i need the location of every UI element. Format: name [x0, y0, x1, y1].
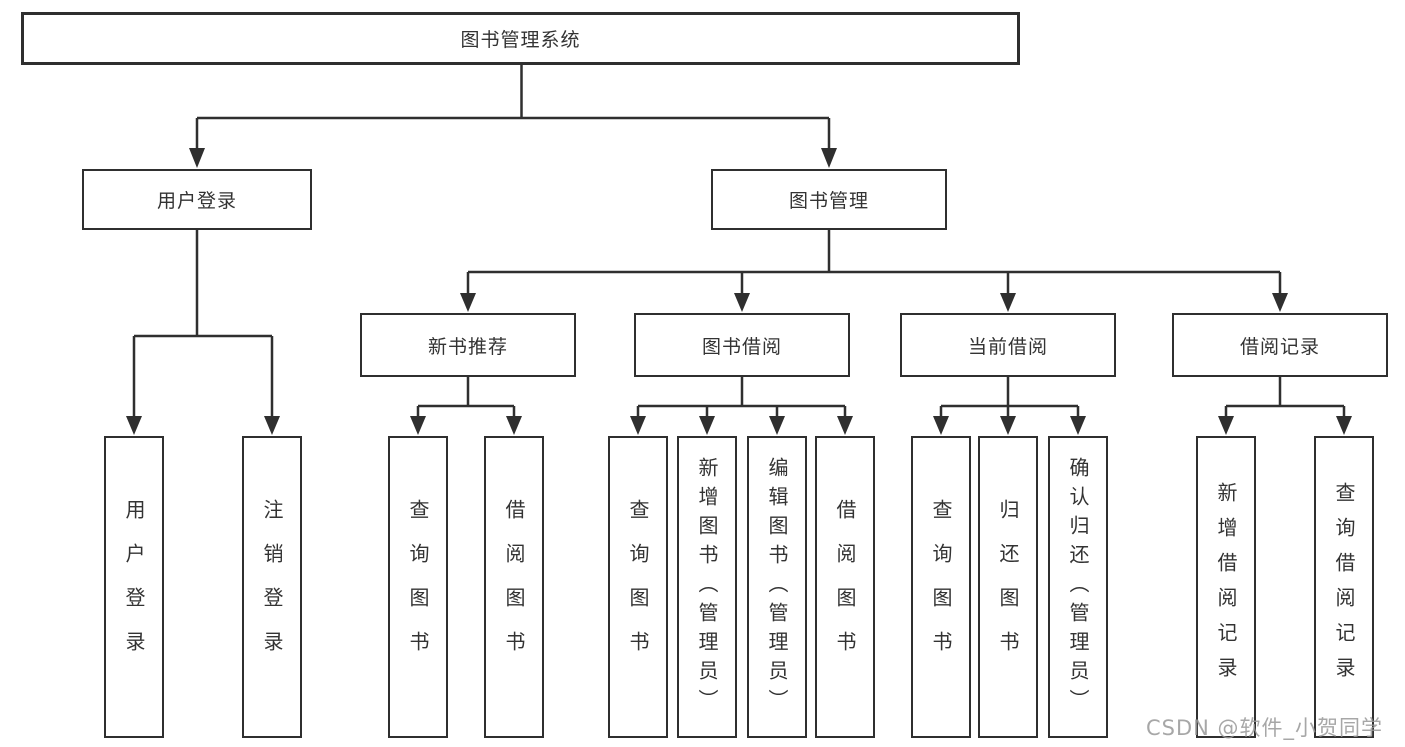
node-label: 图书管理系统	[460, 29, 581, 51]
edge-book-borrow-children	[636, 377, 847, 417]
node-label: 编辑图书（管理员）	[765, 456, 789, 718]
node-root-system: 图书管理系统	[21, 12, 1020, 65]
leaf-query-books-recommend: 查询图书	[388, 436, 448, 738]
arrowhead-icons	[126, 148, 1352, 435]
node-label: 当前借阅	[967, 335, 1048, 358]
node-borrow-records: 借阅记录	[1172, 313, 1388, 377]
leaf-add-borrow-record: 新增借阅记录	[1196, 436, 1256, 738]
node-book-management: 图书管理	[711, 169, 947, 230]
leaf-confirm-return-admin: 确认归还（管理员）	[1048, 436, 1108, 738]
leaf-query-borrow-record: 查询借阅记录	[1314, 436, 1374, 738]
node-label: 新增借阅记录	[1214, 482, 1238, 692]
node-label: 新书推荐	[427, 335, 508, 358]
node-label: 图书管理	[788, 190, 869, 212]
node-label: 新增图书（管理员）	[695, 456, 719, 718]
node-label: 借阅图书	[502, 499, 526, 675]
node-label: 图书借阅	[701, 335, 782, 358]
node-label: 确认归还（管理员）	[1066, 456, 1090, 718]
node-new-book-recommend: 新书推荐	[360, 313, 576, 377]
leaf-query-books-borrow: 查询图书	[608, 436, 668, 738]
edge-book-mgmt-children	[466, 230, 1282, 294]
node-label: 查询图书	[406, 499, 430, 675]
edge-current-borrow-children	[939, 377, 1080, 417]
node-current-borrow: 当前借阅	[900, 313, 1116, 377]
node-label: 查询借阅记录	[1332, 482, 1356, 692]
node-user-login: 用户登录	[82, 169, 312, 230]
node-label: 借阅图书	[833, 499, 857, 675]
node-label: 用户登录	[122, 499, 146, 675]
edge-new-book-children	[416, 377, 516, 417]
leaf-borrow-books-borrow: 借阅图书	[815, 436, 875, 738]
leaf-query-books-current: 查询图书	[911, 436, 971, 738]
leaf-borrow-books-recommend: 借阅图书	[484, 436, 544, 738]
leaf-logout: 注销登录	[242, 436, 302, 738]
node-label: 查询图书	[626, 499, 650, 675]
edge-user-login-children	[132, 230, 274, 417]
leaf-edit-book-admin: 编辑图书（管理员）	[747, 436, 807, 738]
csdn-watermark: CSDN @软件_小贺同学	[1146, 716, 1384, 740]
edge-root-to-level2	[195, 65, 831, 150]
node-label: 用户登录	[156, 190, 237, 212]
leaf-user-login: 用户登录	[104, 436, 164, 738]
node-label: 借阅记录	[1239, 335, 1320, 358]
node-label: 注销登录	[260, 499, 284, 675]
node-label: 归还图书	[996, 499, 1020, 675]
node-label: 查询图书	[929, 499, 953, 675]
edge-borrow-records-children	[1224, 377, 1346, 417]
leaf-add-book-admin: 新增图书（管理员）	[677, 436, 737, 738]
leaf-return-books: 归还图书	[978, 436, 1038, 738]
node-book-borrow: 图书借阅	[634, 313, 850, 377]
